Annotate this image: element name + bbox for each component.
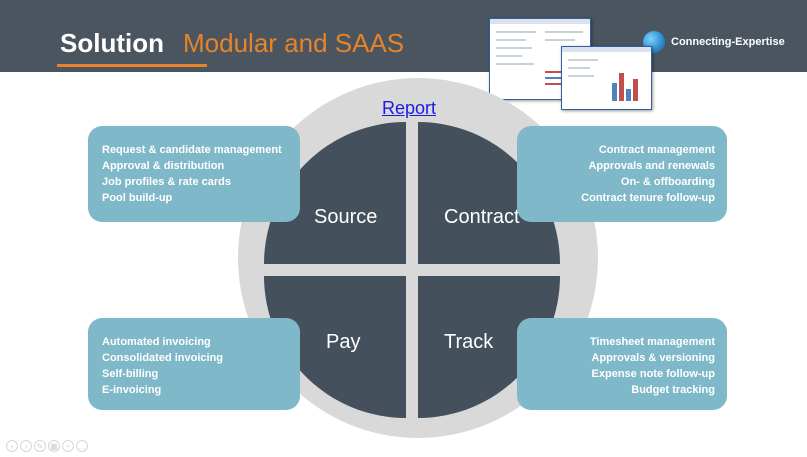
list-item: Approval & distribution <box>102 160 225 172</box>
list-item: Expense note follow-up <box>591 368 715 380</box>
report-link[interactable]: Report <box>382 98 437 118</box>
list-item: Consolidated invoicing <box>102 352 224 364</box>
list-item: Contract management <box>598 144 715 156</box>
slides-icon[interactable]: ▦ <box>48 440 60 452</box>
source-label: Source <box>314 206 378 228</box>
list-item: Budget tracking <box>631 384 715 396</box>
brand-logo: Connecting-Expertise <box>643 30 785 54</box>
list-item: Self-billing <box>102 368 159 380</box>
list-item: Job profiles & rate cards <box>102 176 231 188</box>
pay-features-card: Automated invoicing Consolidated invoici… <box>88 318 300 410</box>
contract-label: Contract <box>444 206 520 228</box>
report-chart-thumbnail <box>561 46 652 110</box>
previous-icon[interactable]: ‹ <box>6 440 18 452</box>
list-item: Automated invoicing <box>102 336 211 348</box>
pen-icon[interactable]: ✎ <box>34 440 46 452</box>
more-icon[interactable]: … <box>76 440 88 452</box>
list-item: Pool build-up <box>102 192 173 204</box>
pay-label: Pay <box>326 331 361 353</box>
list-item: E-invoicing <box>102 384 162 396</box>
contract-features-card: Contract management Approvals and renewa… <box>517 126 727 222</box>
brand-name: Connecting-Expertise <box>671 36 785 48</box>
track-features-card: Timesheet management Approvals & version… <box>517 318 727 410</box>
zoom-icon[interactable]: ⌕ <box>62 440 74 452</box>
slide-subtitle: Modular and SAAS <box>183 28 405 58</box>
list-item: Approvals and renewals <box>588 160 715 172</box>
list-item: Contract tenure follow-up <box>581 192 715 204</box>
list-item: Approvals & versioning <box>591 352 715 364</box>
slide-title: Solution <box>60 28 164 58</box>
next-icon[interactable]: › <box>20 440 32 452</box>
title-underline <box>57 64 207 67</box>
list-item: Timesheet management <box>589 336 715 348</box>
source-features-card: Request & candidate management Approval … <box>88 126 300 222</box>
track-label: Track <box>444 331 494 353</box>
list-item: On- & offboarding <box>620 176 715 188</box>
list-item: Request & candidate management <box>102 144 282 156</box>
slide-controls: ‹ › ✎ ▦ ⌕ … <box>6 440 88 452</box>
slide-header: Solution Modular and SAAS Connecting-Exp… <box>0 0 807 72</box>
